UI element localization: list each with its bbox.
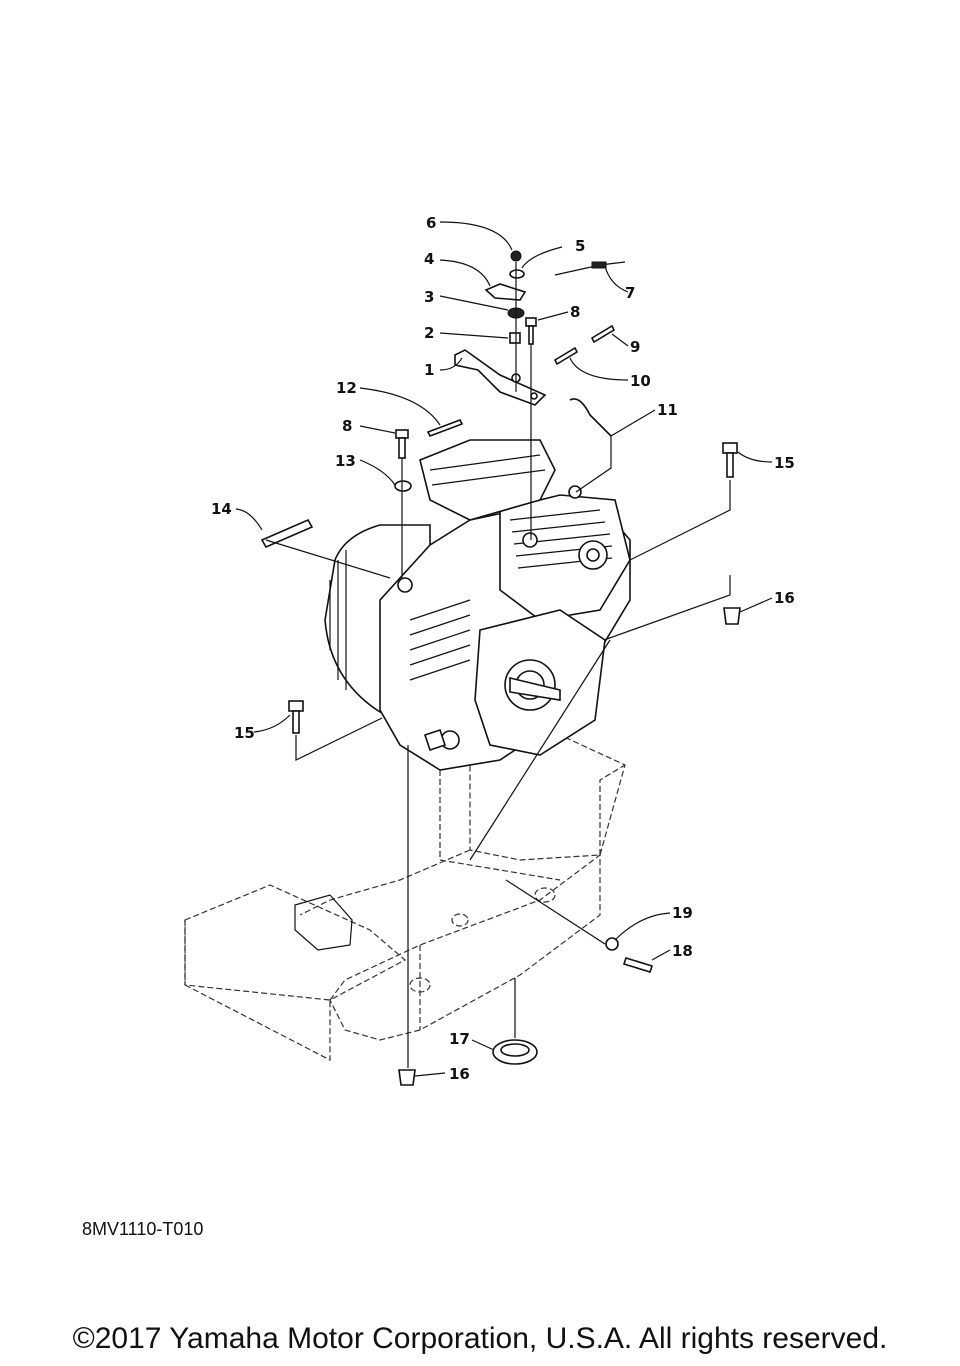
callout-8-left: 8 [342,417,352,435]
small-parts [260,250,741,1086]
copyright-notice: ©2017 Yamaha Motor Corporation, U.S.A. A… [72,1322,888,1355]
callout-15-left: 15 [234,724,255,742]
callout-14: 14 [211,500,232,518]
callout-16-right: 16 [774,589,795,607]
callout-1: 1 [424,361,434,379]
callout-16-bottom: 16 [449,1065,470,1083]
diagram-code: 8MV1110-T010 [82,1219,204,1239]
callout-8-top: 8 [570,303,580,321]
callout-15-right: 15 [774,454,795,472]
frame-phantom [184,734,626,1061]
callout-18: 18 [672,942,693,960]
callout-2: 2 [424,324,434,342]
callout-13: 13 [335,452,356,470]
callout-10: 10 [630,372,651,390]
engine-assembly [324,439,631,771]
callout-4: 4 [424,250,434,268]
callout-19: 19 [672,904,693,922]
callout-6: 6 [426,214,436,232]
callout-3: 3 [424,288,434,306]
callout-11: 11 [657,401,678,419]
callout-5: 5 [575,237,585,255]
callouts: 6 5 4 7 3 8 2 9 1 10 12 11 8 15 13 14 16… [211,214,795,1083]
callout-12: 12 [336,379,357,397]
callout-7: 7 [625,284,635,302]
callout-9: 9 [630,338,640,356]
callout-17: 17 [449,1030,470,1048]
leader-lines [235,221,773,1077]
